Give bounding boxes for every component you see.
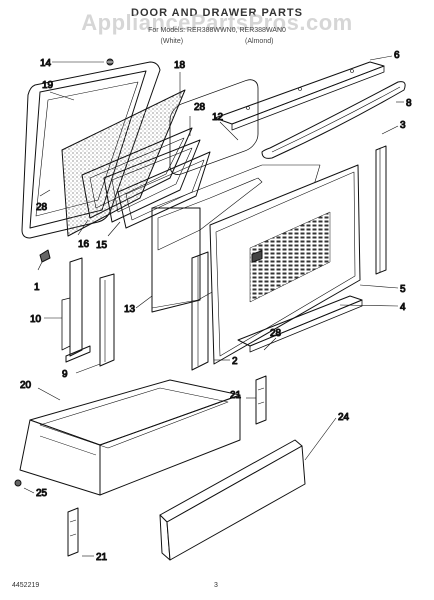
part-1-hinge-screw bbox=[39, 249, 51, 263]
part-21-drawer-glide-top bbox=[255, 375, 267, 425]
page-number: 3 bbox=[214, 582, 218, 589]
part-18-insulation bbox=[61, 89, 186, 237]
watermark: AppliancePartsPros.com bbox=[81, 10, 353, 35]
color-label-almond: (Almond) bbox=[245, 38, 274, 45]
callout-3: 3 bbox=[400, 120, 406, 131]
diagram-title: DOOR AND DRAWER PARTS bbox=[131, 7, 303, 19]
leader-lines bbox=[23, 55, 404, 557]
clip-icon bbox=[251, 250, 263, 263]
callout-25: 25 bbox=[36, 488, 48, 499]
part-20-drawer-body bbox=[19, 379, 241, 496]
part-6-door-trim bbox=[214, 61, 385, 131]
callout-21-top: 21 bbox=[230, 390, 242, 401]
callout-10: 10 bbox=[30, 314, 42, 325]
callout-2: 2 bbox=[232, 356, 238, 367]
callout-12: 12 bbox=[212, 112, 224, 123]
part-25-drawer-screw bbox=[14, 479, 22, 487]
callout-15: 15 bbox=[96, 240, 108, 251]
callout-14: 14 bbox=[40, 58, 52, 69]
callout-21-bottom: 21 bbox=[96, 552, 108, 563]
callout-24: 24 bbox=[338, 412, 350, 423]
callout-20: 20 bbox=[20, 380, 32, 391]
model-numbers: For Models: RER388WWN0, RER388WAN0 bbox=[148, 27, 286, 34]
callout-9: 9 bbox=[62, 369, 68, 380]
part-5-outer-door-panel bbox=[209, 164, 361, 365]
color-labels: (White) (Almond) bbox=[0, 38, 434, 45]
part-2-door-side-panel bbox=[191, 251, 209, 371]
callout-28-bottom: 28 bbox=[270, 328, 282, 339]
part-21-drawer-glide-bottom bbox=[67, 507, 79, 557]
callout-16: 16 bbox=[78, 239, 90, 250]
part-4-door-bottom-trim bbox=[237, 295, 363, 353]
callout-5: 5 bbox=[400, 284, 406, 295]
callout-6: 6 bbox=[394, 50, 400, 61]
part-8-door-handle bbox=[261, 81, 406, 159]
callout-28-left: 28 bbox=[36, 202, 48, 213]
color-label-white: (White) bbox=[160, 38, 184, 45]
document-number: 4452219 bbox=[12, 582, 40, 589]
callout-28-top: 28 bbox=[194, 102, 206, 113]
part-15-glass-pack bbox=[103, 139, 211, 229]
callout-18: 18 bbox=[174, 60, 186, 71]
part-24-drawer-front-panel bbox=[159, 439, 306, 561]
part-16-inner-glass bbox=[81, 127, 193, 219]
callout-13: 13 bbox=[124, 304, 136, 315]
callout-8: 8 bbox=[406, 98, 412, 109]
part-9-door-hinge-receiver bbox=[99, 273, 115, 367]
callout-19: 19 bbox=[42, 80, 54, 91]
callout-4: 4 bbox=[400, 302, 406, 313]
part-10-door-hinge bbox=[61, 257, 91, 363]
part-3-door-side-trim bbox=[375, 145, 387, 275]
screw-icon bbox=[106, 58, 114, 66]
callout-1: 1 bbox=[34, 282, 40, 293]
